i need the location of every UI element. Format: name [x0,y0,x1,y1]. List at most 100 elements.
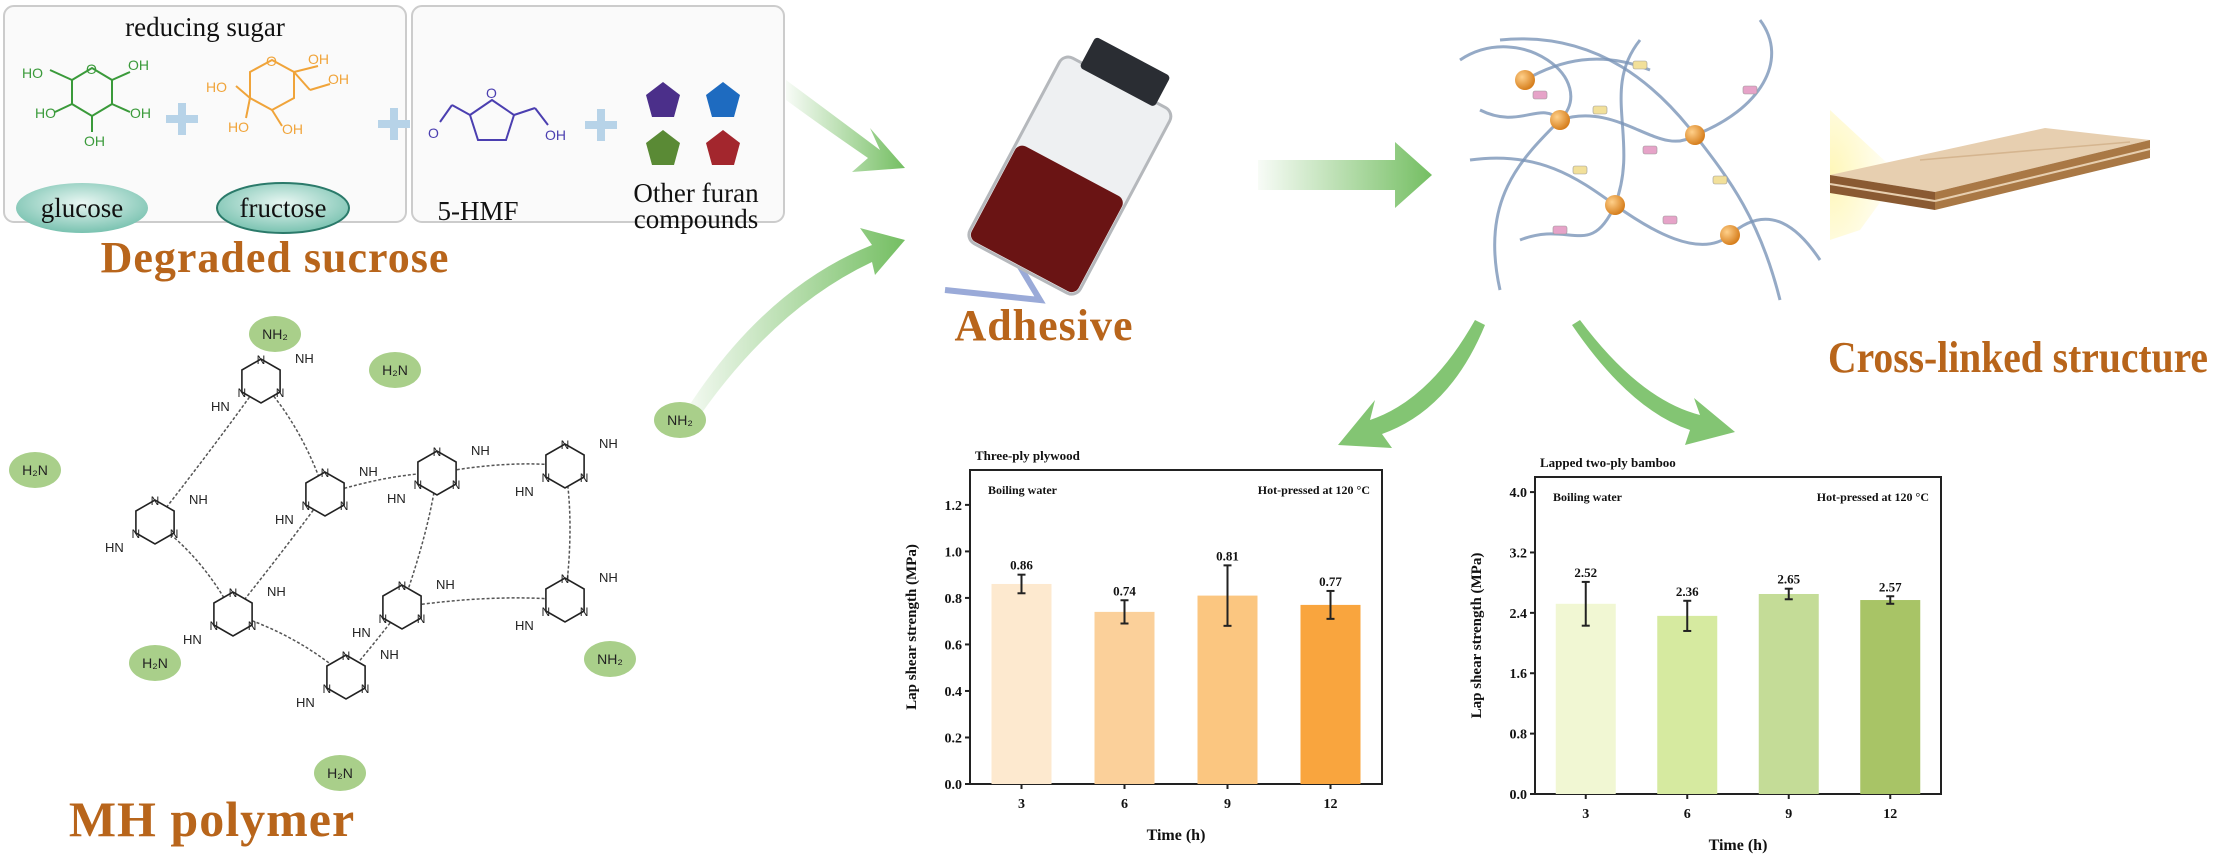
triazine-ring [382,584,422,630]
hn-label: HN [352,625,371,640]
y-tick-label: 0.8 [1510,728,1528,743]
fructose-pill [216,182,350,234]
ring-nitrogen-label: N [542,605,551,619]
bar [1860,600,1921,794]
triazine-ring [326,654,366,700]
amine-end-group [9,452,61,488]
x-tick-label: 9 [1224,797,1231,812]
crosslink-segment [1592,105,1608,115]
hn-label: HN [515,484,534,499]
reducing-sugar-label: reducing sugar [125,12,285,42]
y-tick-label: 0.2 [945,731,963,746]
y-tick-label: 0.8 [945,592,963,607]
svg-text:O: O [428,125,439,141]
svg-text:O: O [86,61,97,77]
ring-nitrogen-label: N [323,682,332,696]
amine-label: NH₂ [667,412,693,428]
y-tick-label: 1.0 [945,545,963,560]
chart-title: Lapped two-ply bamboo [1540,455,1676,470]
ring-nitrogen-label: N [276,386,285,400]
bar [1094,611,1155,784]
ring-nitrogen-label: N [580,605,589,619]
polymer-chain [1694,19,1774,137]
amine-end-group [314,755,366,791]
wood-plank-image [1829,110,2151,240]
ring-nitrogen-label: N [151,494,160,508]
nh-label: NH [295,351,314,366]
ring-nitrogen-label: N [398,579,407,593]
furan-pentagon-icon [706,82,740,117]
crosslink-segment [1632,60,1648,70]
polymer-chain [1469,156,1731,246]
x-tick-label: 9 [1785,807,1792,822]
polymer-link [401,472,438,608]
ring-nitrogen-label: N [132,527,141,541]
value-label: 2.57 [1879,579,1902,594]
adhesive-caption: Adhesive [954,301,1133,350]
y-tick-label: 0.0 [945,778,963,793]
ring-nitrogen-label: N [414,478,423,492]
annotation-boiling-water: Boiling water [988,483,1058,497]
nh-label: NH [599,570,618,585]
furan-box: O O OH 5-HMF Other furan compounds [411,5,785,234]
nh-label: NH [189,492,208,507]
arrow-icon [1258,142,1432,208]
value-label: 0.74 [1113,583,1136,598]
hn-label: HN [515,618,534,633]
crosslink-node [1605,195,1625,215]
triazine-ring [545,577,585,623]
nh-label: NH [599,436,618,451]
svg-text:OH: OH [328,71,349,87]
triazine-ring [135,499,175,545]
reducing-sugar-box: reducing sugar HO O OH OH HO OH HO O OH … [3,5,407,234]
amine-end-group [584,641,636,677]
ring-nitrogen-label: N [321,466,330,480]
y-tick-label: 4.0 [1510,486,1528,501]
glucose-structure: HO O OH OH HO OH [22,57,151,149]
crosslink-segment [1662,215,1678,225]
svg-text:O: O [266,53,277,69]
arrow-icon [1338,320,1485,448]
y-tick-label: 1.2 [945,499,963,514]
glucose-label: glucose [41,193,123,223]
value-label: 2.65 [1777,572,1800,587]
fructose-structure: HO O OH OH HO OH [206,51,349,137]
crosslink-node [1720,225,1740,245]
bar [1300,604,1361,784]
amine-label: NH₂ [597,651,623,667]
polymer-chain [1559,114,1696,143]
amine-end-group [369,352,421,388]
svg-text:OH: OH [282,121,303,137]
svg-text:HO: HO [228,119,249,135]
arrow-icon [786,80,905,172]
crosslink-segment [1532,90,1548,100]
crosslink-segment [1742,85,1758,95]
other-furan-label-line1: Other furan [633,178,759,208]
polymer-chain [1613,39,1642,206]
amine-label: H₂N [382,362,408,378]
triazine-ring [545,443,585,489]
bar [1555,603,1616,794]
furan-pentagon-icon [706,130,740,165]
svg-text:OH: OH [545,127,566,143]
svg-text:OH: OH [84,133,105,149]
triazine-ring [241,358,281,404]
x-tick-label: 12 [1324,797,1338,812]
x-tick-label: 12 [1883,807,1897,822]
svg-text:HO: HO [22,65,43,81]
nh-label: NH [359,464,378,479]
adhesive-bottle-image [944,37,1173,304]
polymer-link [324,472,438,495]
svg-text:OH: OH [308,51,329,67]
hn-label: HN [211,399,230,414]
ring-nitrogen-label: N [379,612,388,626]
x-axis-label: Time (h) [1709,837,1768,854]
ring-nitrogen-label: N [561,438,570,452]
ring-nitrogen-label: N [302,499,311,513]
y-axis-label: Lap shear strength (MPa) [1469,553,1485,719]
triazine-ring [213,591,253,637]
ring-nitrogen-label: N [170,527,179,541]
degraded-sucrose-caption: Degraded sucrose [101,233,450,282]
triazine-ring [305,471,345,517]
